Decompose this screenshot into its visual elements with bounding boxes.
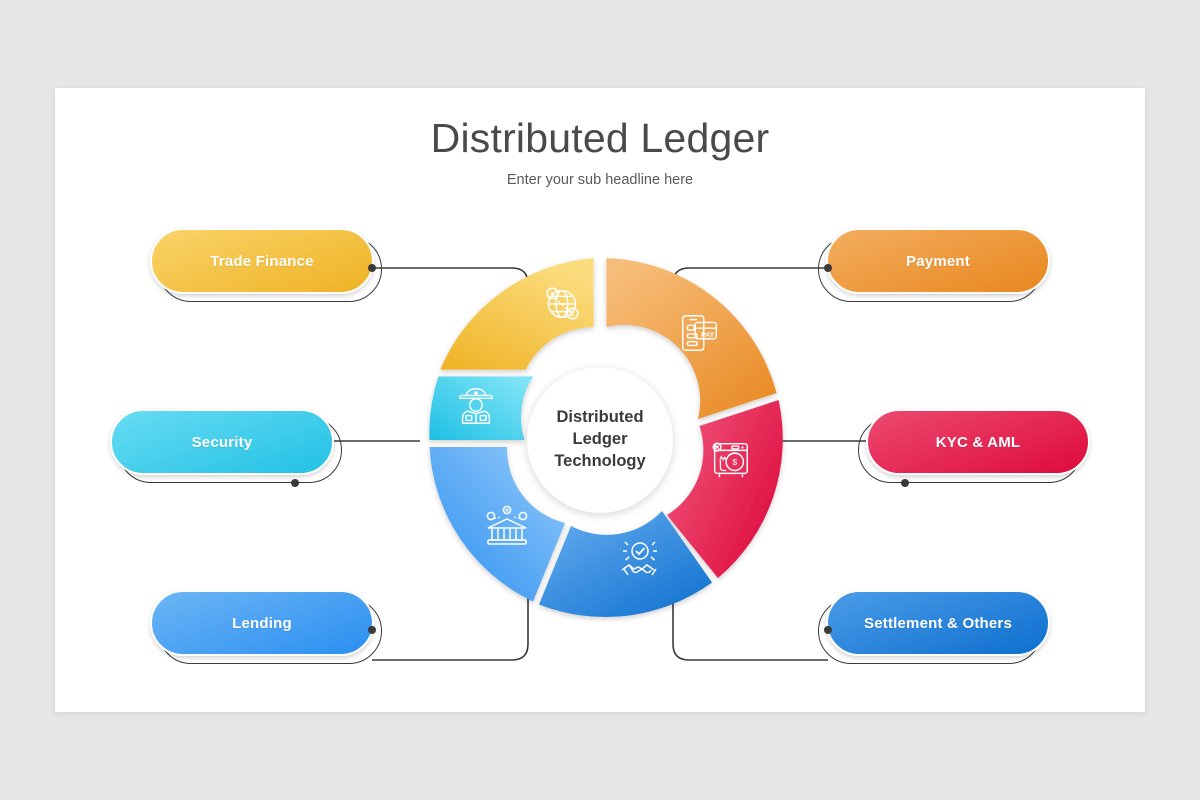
connector-dot — [901, 479, 909, 487]
donut-chart: Distributed Ledger Technology $ $ — [418, 258, 783, 622]
pill-body[interactable]: Settlement & Others — [826, 590, 1050, 656]
pill-label: Settlement & Others — [864, 614, 1012, 632]
page-subtitle: Enter your sub headline here — [506, 172, 694, 188]
connector-dot — [291, 479, 299, 487]
pill-label: Lending — [232, 614, 292, 632]
connector-dot — [368, 626, 376, 634]
center-hub: Distributed Ledger Technology — [527, 367, 673, 513]
pill-label: Security — [191, 433, 253, 451]
connector-dot — [824, 264, 832, 272]
segment-trade-finance — [440, 258, 594, 370]
pill-body[interactable]: Trade Finance — [150, 228, 374, 294]
pill-body[interactable]: Security — [110, 409, 334, 475]
segment-kyc-aml — [667, 400, 783, 578]
pill-body[interactable]: Lending — [150, 590, 374, 656]
page-title: Distributed Ledger — [430, 115, 770, 161]
pill-label: Payment — [906, 252, 970, 270]
segment-settlement-others — [539, 511, 712, 618]
center-hub-label: Distributed Ledger Technology — [554, 408, 646, 470]
pill-body[interactable]: KYC & AML — [866, 409, 1090, 475]
pill-label: Trade Finance — [210, 252, 314, 270]
pill-body[interactable]: Payment — [826, 228, 1050, 294]
pill-label: KYC & AML — [935, 433, 1021, 451]
segment-security — [429, 376, 533, 440]
connector-dot — [824, 626, 832, 634]
connector-dot — [368, 264, 376, 272]
